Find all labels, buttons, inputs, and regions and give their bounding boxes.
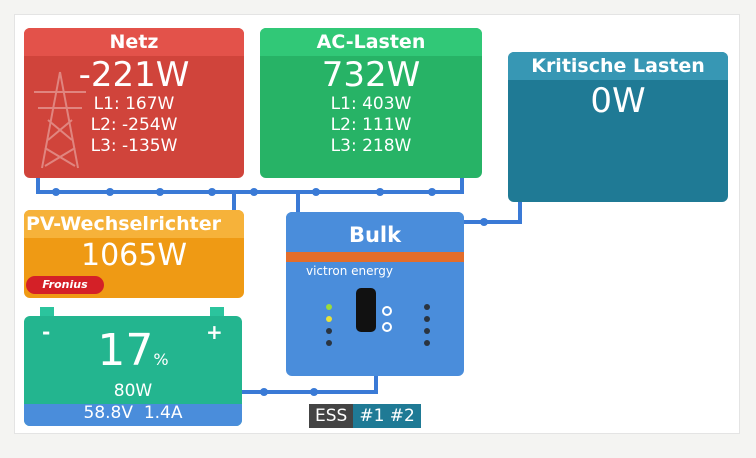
led-icon bbox=[326, 316, 332, 322]
netz-l1: L1: 167W bbox=[93, 94, 175, 114]
victron-logo: victron energy bbox=[306, 264, 393, 278]
power-tower-icon bbox=[34, 71, 86, 169]
unit-2: #2 bbox=[389, 406, 415, 426]
battery-soc: 17% bbox=[24, 326, 242, 385]
pv-title: PV-Wechselrichter bbox=[24, 210, 244, 238]
netz-l2: L2: -254W bbox=[90, 115, 178, 135]
led-icon bbox=[424, 340, 430, 346]
battery-vi: 58.8V 1.4A bbox=[24, 403, 242, 424]
led-icon bbox=[326, 304, 332, 310]
battery-minus-sign: - bbox=[42, 320, 51, 344]
inverter-state: Bulk bbox=[286, 212, 464, 252]
battery-terminal-minus bbox=[40, 307, 54, 316]
led-icon bbox=[424, 316, 430, 322]
battery-terminal-plus bbox=[210, 307, 224, 316]
power-on-icon bbox=[382, 306, 392, 316]
battery-power: 80W bbox=[113, 381, 153, 401]
battery-soc-unit: % bbox=[153, 350, 169, 369]
led-icon bbox=[424, 304, 430, 310]
led-icon bbox=[326, 328, 332, 334]
inverter-band bbox=[286, 252, 464, 262]
power-icon bbox=[382, 322, 392, 332]
pv-power: 1065W bbox=[80, 238, 187, 273]
battery-voltage: 58.8V bbox=[83, 403, 133, 423]
ess-mode: ESS bbox=[309, 404, 354, 428]
ess-status-bar: ESS #1 #2 bbox=[309, 404, 421, 428]
netz-tile[interactable]: Netz -221W L1: 167W L2: -254W L3: -135W bbox=[24, 28, 244, 178]
led-icon bbox=[326, 340, 332, 346]
battery-plus-sign: + bbox=[206, 320, 223, 344]
ac-lasten-l2: L2: 111W bbox=[330, 115, 412, 135]
kritische-lasten-title: Kritische Lasten bbox=[508, 52, 728, 80]
ac-lasten-l1: L1: 403W bbox=[330, 94, 412, 114]
ac-lasten-tile[interactable]: AC-Lasten 732W L1: 403W L2: 111W L3: 218… bbox=[260, 28, 482, 178]
kritische-lasten-tile[interactable]: Kritische Lasten 0W bbox=[508, 52, 728, 202]
netz-power: -221W bbox=[78, 55, 190, 95]
battery-info-strip bbox=[24, 404, 242, 426]
netz-l3: L3: -135W bbox=[90, 136, 178, 156]
battery-current: 1.4A bbox=[143, 403, 183, 423]
battery-soc-value: 17 bbox=[97, 325, 154, 376]
ac-lasten-title: AC-Lasten bbox=[260, 28, 482, 56]
kritische-lasten-power: 0W bbox=[590, 81, 646, 121]
inverter-tile[interactable]: Bulk victron energy bbox=[286, 212, 464, 376]
ac-lasten-power: 732W bbox=[321, 55, 421, 95]
ess-units: #1 #2 bbox=[353, 404, 421, 428]
inverter-switch-icon bbox=[356, 288, 376, 332]
ac-lasten-l3: L3: 218W bbox=[330, 136, 412, 156]
netz-title: Netz bbox=[24, 28, 244, 56]
battery-tile[interactable]: - + 17% 80W 58.8V 1.4A bbox=[24, 307, 242, 426]
unit-1: #1 bbox=[359, 406, 385, 426]
led-icon bbox=[424, 328, 430, 334]
fronius-logo: Fronius bbox=[26, 276, 104, 294]
pv-inverter-tile[interactable]: PV-Wechselrichter 1065W Fronius bbox=[24, 210, 244, 298]
